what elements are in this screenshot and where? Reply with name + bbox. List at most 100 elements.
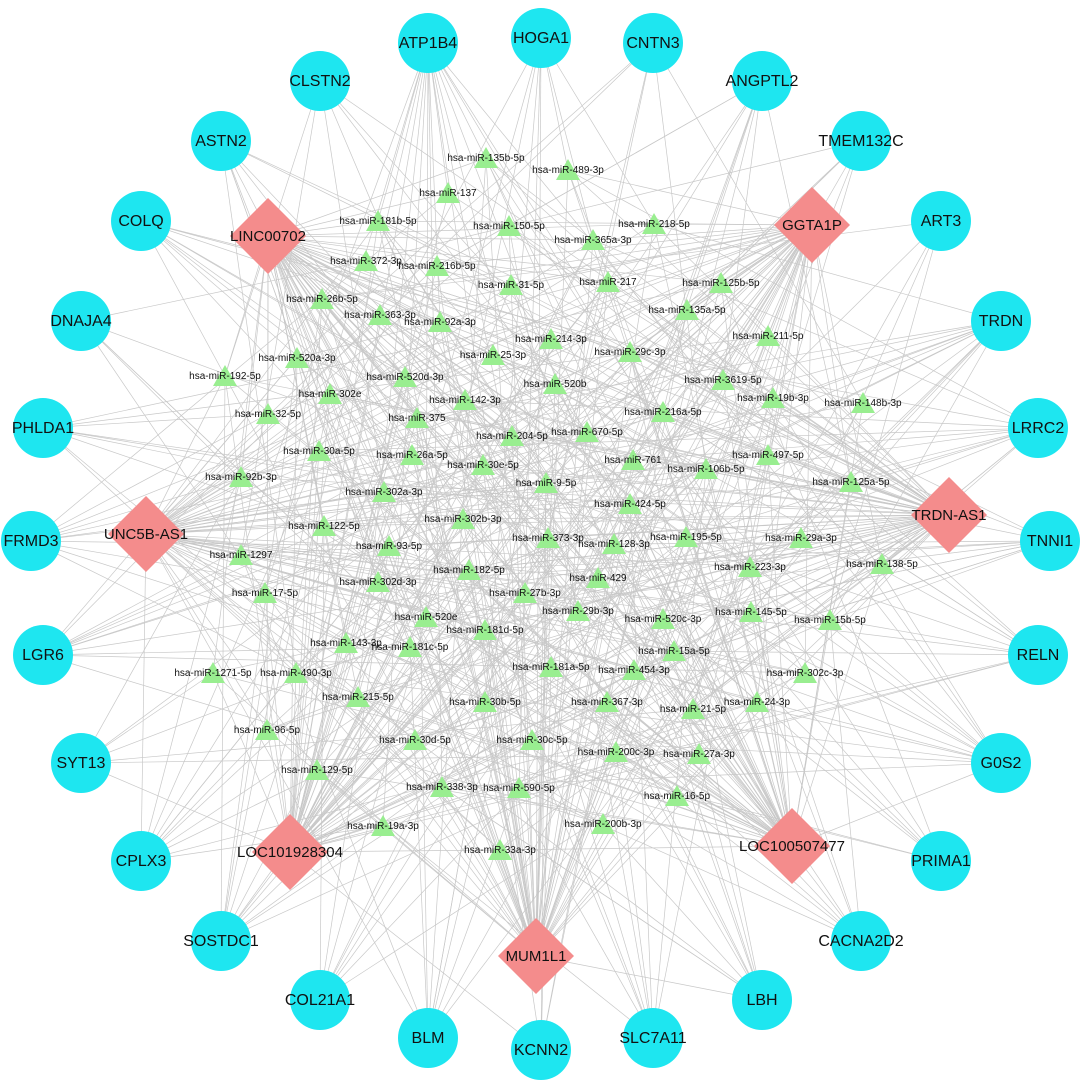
- mirna-node-hsa-mir-211-5p[interactable]: hsa-miR-211-5p: [733, 325, 804, 346]
- mirna-node-hsa-mir-135b-5p[interactable]: hsa-miR-135b-5p: [447, 147, 525, 168]
- mrna-node-sostdc1[interactable]: SOSTDC1: [183, 911, 259, 971]
- lncrna-node-loc101928304[interactable]: LOC101928304: [237, 814, 343, 890]
- mirna-node-hsa-mir-365a-3p[interactable]: hsa-miR-365a-3p: [554, 229, 632, 250]
- mirna-node-hsa-mir-761[interactable]: hsa-miR-761: [604, 449, 662, 470]
- mirna-node-hsa-mir-216b-5p[interactable]: hsa-miR-216b-5p: [398, 255, 476, 276]
- mirna-node-hsa-mir-33a-3p[interactable]: hsa-miR-33a-3p: [464, 839, 536, 860]
- mrna-node-lgr6[interactable]: LGR6: [13, 625, 73, 685]
- mirna-node-hsa-mir-31-5p[interactable]: hsa-miR-31-5p: [478, 274, 545, 295]
- mrna-node-hoga1[interactable]: HOGA1: [511, 8, 571, 68]
- mirna-node-hsa-mir-363-3p[interactable]: hsa-miR-363-3p: [344, 304, 416, 325]
- mirna-node-hsa-mir-181a-5p[interactable]: hsa-miR-181a-5p: [512, 656, 590, 677]
- lncrna-node-loc100507477[interactable]: LOC100507477: [739, 808, 845, 884]
- mrna-node-syt13[interactable]: SYT13: [51, 733, 111, 793]
- mirna-node-hsa-mir-217[interactable]: hsa-miR-217: [579, 271, 637, 292]
- mirna-node-hsa-mir-520b[interactable]: hsa-miR-520b: [524, 373, 587, 394]
- mrna-node-reln[interactable]: RELN: [1008, 625, 1068, 685]
- mrna-node-phlda1[interactable]: PHLDA1: [12, 398, 74, 458]
- mrna-node-clstn2[interactable]: CLSTN2: [289, 51, 351, 111]
- lncrna-node-linc00702[interactable]: LINC00702: [230, 198, 306, 274]
- mirna-node-hsa-mir-497-5p[interactable]: hsa-miR-497-5p: [732, 444, 804, 465]
- mirna-node-hsa-mir-216a-5p[interactable]: hsa-miR-216a-5p: [624, 401, 702, 422]
- mrna-node-angptl2[interactable]: ANGPTL2: [726, 51, 799, 111]
- mirna-node-hsa-mir-25-3p[interactable]: hsa-miR-25-3p: [460, 344, 527, 365]
- mirna-node-hsa-mir-128-3p[interactable]: hsa-miR-128-3p: [578, 533, 650, 554]
- mirna-node-hsa-mir-200c-3p[interactable]: hsa-miR-200c-3p: [578, 741, 655, 762]
- mirna-node-hsa-mir-32-5p[interactable]: hsa-miR-32-5p: [235, 403, 302, 424]
- mrna-node-trdn[interactable]: TRDN: [971, 291, 1031, 351]
- mrna-node-col21a1[interactable]: COL21A1: [285, 970, 355, 1030]
- mirna-node-hsa-mir-182-5p[interactable]: hsa-miR-182-5p: [433, 559, 505, 580]
- mirna-node-hsa-mir-338-3p[interactable]: hsa-miR-338-3p: [406, 776, 478, 797]
- mirna-node-hsa-mir-145-5p[interactable]: hsa-miR-145-5p: [715, 601, 787, 622]
- mirna-node-hsa-mir-129-5p[interactable]: hsa-miR-129-5p: [281, 759, 353, 780]
- mrna-node-lrrc2[interactable]: LRRC2: [1008, 398, 1068, 458]
- mirna-node-hsa-mir-302d-3p[interactable]: hsa-miR-302d-3p: [339, 571, 417, 592]
- mrna-node-cntn3[interactable]: CNTN3: [623, 13, 683, 73]
- mirna-node-hsa-mir-302e[interactable]: hsa-miR-302e: [299, 383, 362, 404]
- mirna-node-hsa-mir-92b-3p[interactable]: hsa-miR-92b-3p: [205, 466, 277, 487]
- mirna-node-hsa-mir-3619-5p[interactable]: hsa-miR-3619-5p: [684, 369, 762, 390]
- lncrna-node-ggta1p[interactable]: GGTA1P: [774, 187, 850, 263]
- mirna-node-hsa-mir-15b-5p[interactable]: hsa-miR-15b-5p: [794, 609, 866, 630]
- mirna-node-hsa-mir-429[interactable]: hsa-miR-429: [569, 567, 627, 588]
- mirna-node-hsa-mir-670-5p[interactable]: hsa-miR-670-5p: [551, 421, 623, 442]
- mirna-node-hsa-mir-372-3p[interactable]: hsa-miR-372-3p: [330, 250, 402, 271]
- mirna-node-hsa-mir-143-3p[interactable]: hsa-miR-143-3p: [310, 632, 382, 653]
- mirna-node-hsa-mir-30a-5p[interactable]: hsa-miR-30a-5p: [283, 440, 355, 461]
- mrna-node-frmd3[interactable]: FRMD3: [1, 511, 61, 571]
- mirna-node-hsa-mir-150-5p[interactable]: hsa-miR-150-5p: [473, 215, 545, 236]
- mirna-node-hsa-mir-148b-3p[interactable]: hsa-miR-148b-3p: [824, 392, 902, 413]
- mirna-node-hsa-mir-15a-5p[interactable]: hsa-miR-15a-5p: [638, 640, 710, 661]
- mirna-node-hsa-mir-125a-5p[interactable]: hsa-miR-125a-5p: [812, 471, 890, 492]
- mirna-node-hsa-mir-424-5p[interactable]: hsa-miR-424-5p: [594, 493, 666, 514]
- mirna-node-hsa-mir-520d-3p[interactable]: hsa-miR-520d-3p: [366, 366, 444, 387]
- mirna-node-hsa-mir-1271-5p[interactable]: hsa-miR-1271-5p: [174, 662, 252, 683]
- mirna-node-hsa-mir-24-3p[interactable]: hsa-miR-24-3p: [724, 691, 791, 712]
- lncrna-node-unc5b-as1[interactable]: UNC5B-AS1: [104, 496, 188, 572]
- mirna-node-hsa-mir-367-3p[interactable]: hsa-miR-367-3p: [571, 691, 643, 712]
- mrna-node-prima1[interactable]: PRIMA1: [911, 831, 971, 891]
- mirna-node-hsa-mir-17-5p[interactable]: hsa-miR-17-5p: [232, 582, 299, 603]
- mirna-node-hsa-mir-454-3p[interactable]: hsa-miR-454-3p: [598, 659, 670, 680]
- mrna-node-cplx3[interactable]: CPLX3: [111, 831, 171, 891]
- mirna-node-hsa-mir-9-5p[interactable]: hsa-miR-9-5p: [516, 472, 577, 493]
- mirna-node-hsa-mir-138-5p[interactable]: hsa-miR-138-5p: [846, 553, 918, 574]
- mirna-node-hsa-mir-204-5p[interactable]: hsa-miR-204-5p: [476, 425, 548, 446]
- mirna-node-hsa-mir-520a-3p[interactable]: hsa-miR-520a-3p: [258, 347, 336, 368]
- mirna-node-hsa-mir-125b-5p[interactable]: hsa-miR-125b-5p: [682, 272, 760, 293]
- mrna-node-tmem132c[interactable]: TMEM132C: [818, 111, 904, 171]
- mrna-node-atp1b4[interactable]: ATP1B4: [398, 13, 458, 73]
- mirna-node-hsa-mir-1297[interactable]: hsa-miR-1297: [210, 544, 273, 565]
- mirna-node-hsa-mir-30b-5p[interactable]: hsa-miR-30b-5p: [449, 691, 521, 712]
- mirna-node-hsa-mir-218-5p[interactable]: hsa-miR-218-5p: [618, 213, 690, 234]
- mrna-node-colq[interactable]: COLQ: [111, 191, 171, 251]
- mrna-node-blm[interactable]: BLM: [398, 1008, 458, 1068]
- mirna-node-hsa-mir-96-5p[interactable]: hsa-miR-96-5p: [234, 719, 301, 740]
- mirna-node-hsa-mir-590-5p[interactable]: hsa-miR-590-5p: [483, 777, 555, 798]
- mrna-node-cacna2d2[interactable]: CACNA2D2: [818, 911, 904, 971]
- mirna-node-hsa-mir-181c-5p[interactable]: hsa-miR-181c-5p: [372, 636, 449, 657]
- mirna-node-hsa-mir-520e[interactable]: hsa-miR-520e: [395, 606, 458, 627]
- mirna-node-hsa-mir-93-5p[interactable]: hsa-miR-93-5p: [356, 535, 423, 556]
- mirna-node-hsa-mir-19a-3p[interactable]: hsa-miR-19a-3p: [347, 815, 419, 836]
- mrna-node-tnni1[interactable]: TNNI1: [1020, 511, 1080, 571]
- mirna-node-hsa-mir-181d-5p[interactable]: hsa-miR-181d-5p: [446, 619, 524, 640]
- mirna-node-hsa-mir-489-3p[interactable]: hsa-miR-489-3p: [532, 159, 604, 180]
- mirna-node-hsa-mir-30e-5p[interactable]: hsa-miR-30e-5p: [447, 454, 519, 475]
- mirna-node-hsa-mir-195-5p[interactable]: hsa-miR-195-5p: [650, 526, 722, 547]
- mirna-node-hsa-mir-302a-3p[interactable]: hsa-miR-302a-3p: [345, 481, 423, 502]
- mirna-node-hsa-mir-21-5p[interactable]: hsa-miR-21-5p: [660, 698, 727, 719]
- mirna-node-hsa-mir-29a-3p[interactable]: hsa-miR-29a-3p: [765, 527, 837, 548]
- mrna-node-g0s2[interactable]: G0S2: [971, 733, 1031, 793]
- mirna-node-hsa-mir-373-3p[interactable]: hsa-miR-373-3p: [512, 527, 584, 548]
- mirna-node-hsa-mir-16-5p[interactable]: hsa-miR-16-5p: [644, 785, 711, 806]
- mrna-node-dnaja4[interactable]: DNAJA4: [50, 291, 112, 351]
- mrna-node-art3[interactable]: ART3: [911, 191, 971, 251]
- mirna-node-hsa-mir-30c-5p[interactable]: hsa-miR-30c-5p: [496, 729, 568, 750]
- mirna-node-hsa-mir-302b-3p[interactable]: hsa-miR-302b-3p: [424, 508, 502, 529]
- mirna-node-hsa-mir-192-5p[interactable]: hsa-miR-192-5p: [189, 365, 261, 386]
- mirna-node-hsa-mir-27b-3p[interactable]: hsa-miR-27b-3p: [489, 582, 561, 603]
- mirna-node-hsa-mir-19b-3p[interactable]: hsa-miR-19b-3p: [737, 387, 809, 408]
- mirna-node-hsa-mir-215-5p[interactable]: hsa-miR-215-5p: [322, 686, 394, 707]
